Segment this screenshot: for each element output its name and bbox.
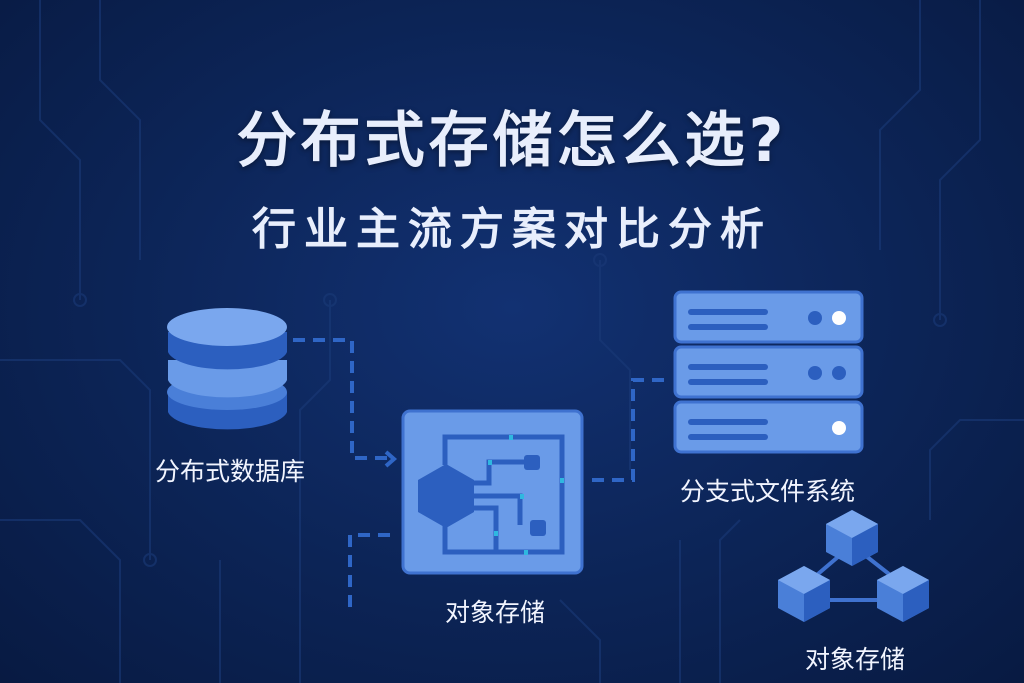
page-title: 分布式存储怎么选? — [236, 106, 788, 176]
lower-connector — [348, 533, 390, 612]
database-icon — [167, 308, 287, 430]
page-subtitle: 行业主流方案对比分析 — [252, 204, 772, 255]
connector-lines — [293, 338, 667, 612]
chip-icon — [401, 409, 584, 575]
server-unit — [673, 400, 864, 454]
db-to-object-connector — [293, 338, 390, 460]
file-system-label: 分支式文件系统 — [679, 477, 855, 506]
server-unit — [673, 345, 864, 399]
arrow-icon — [384, 450, 398, 468]
database-label: 分布式数据库 — [154, 457, 305, 486]
object-to-fs-connector — [592, 378, 667, 482]
cube — [778, 566, 830, 622]
server-unit — [673, 290, 864, 344]
object-storage-cluster-label: 对象存储 — [804, 645, 905, 674]
cube — [877, 566, 929, 622]
cubes-network-icon — [778, 510, 929, 622]
object-storage-label: 对象存储 — [444, 598, 545, 627]
cube — [826, 510, 878, 566]
server-stack-icon — [673, 290, 864, 454]
